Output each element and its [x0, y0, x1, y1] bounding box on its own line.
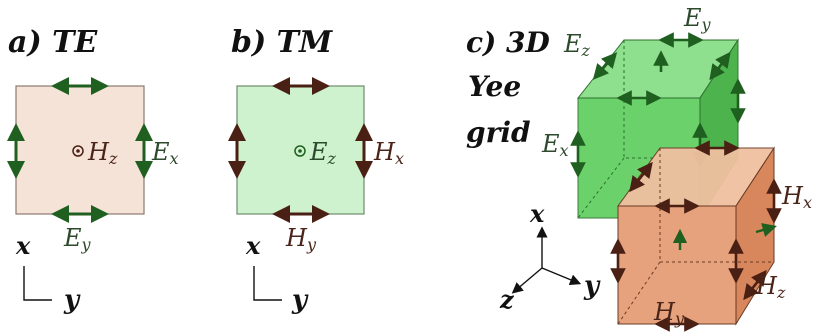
tm-axis-x-label: x: [245, 231, 261, 260]
te-axis-lines: [23, 266, 52, 301]
yee-title-line3: grid: [466, 116, 531, 149]
yee-lower-right-sub: z: [776, 283, 786, 302]
yee-left-top-field: E: [563, 30, 582, 58]
yee-title-line1: c) 3D: [466, 26, 551, 59]
yee-bottom-field: H: [653, 298, 676, 326]
yee-axis-x-label: x: [529, 199, 545, 228]
orange-hz-right-arrow: [743, 269, 767, 301]
svg-text:Ey: Ey: [63, 224, 92, 254]
tm-center-sub: z: [327, 149, 337, 168]
panel-tm: b) TM Ez Hx Hy x y: [228, 25, 404, 315]
te-axis-y-label: y: [63, 285, 81, 315]
te-side-sub: x: [170, 149, 179, 168]
green-ez-right-arrow: [709, 51, 731, 81]
yee-right-sub: x: [803, 193, 812, 212]
yee-bottom-sub: y: [674, 309, 685, 328]
orange-cube-front-face: [617, 205, 737, 325]
yee-left-mid-sub: x: [560, 141, 569, 160]
yee-orange-cube: [610, 140, 782, 332]
tm-bottom-sub: y: [306, 235, 317, 254]
yee-title-line2: Yee: [468, 70, 521, 103]
svg-text:Ex: Ex: [151, 138, 179, 168]
tm-axis-lines: [253, 266, 282, 301]
te-center-sub: z: [108, 149, 118, 168]
yee-lower-right-field: H: [755, 272, 778, 300]
svg-text:Hy: Hy: [653, 298, 685, 328]
yee-right-field: H: [781, 182, 804, 210]
tm-center-field: E: [309, 138, 328, 166]
tm-title: b) TM: [231, 25, 333, 60]
yee-top-field: E: [683, 4, 702, 32]
tm-ez-out-of-plane-icon: [294, 145, 306, 157]
svg-text:Ez: Ez: [309, 138, 337, 168]
orange-hz-left-arrow: [629, 161, 653, 193]
tm-side-sub: x: [395, 149, 404, 168]
svg-text:Ex: Ex: [541, 130, 569, 160]
te-bottom-field: E: [63, 224, 82, 252]
te-title: a) TE: [8, 25, 98, 60]
tm-side-field: H: [373, 138, 396, 166]
panel-yee: c) 3D Yee grid: [466, 4, 812, 332]
yee-axis-y-label: y: [583, 271, 601, 301]
orange-e-side-arrow: [755, 223, 777, 237]
te-center-field: H: [87, 138, 110, 166]
svg-text:Hz: Hz: [755, 272, 786, 302]
svg-text:Hz: Hz: [87, 138, 118, 168]
tm-axis-y-label: y: [291, 285, 309, 315]
te-side-field: E: [151, 138, 170, 166]
te-hz-out-of-plane-icon: [72, 145, 84, 157]
svg-text:Hy: Hy: [285, 224, 317, 254]
te-cell: [15, 85, 145, 215]
yee-left-top-sub: z: [581, 41, 591, 60]
yee-left-mid-field: E: [541, 130, 560, 158]
yee-top-sub: y: [701, 15, 712, 34]
tm-bottom-field: H: [285, 224, 308, 252]
te-axis-x-label: x: [15, 231, 31, 260]
svg-text:Ey: Ey: [683, 4, 712, 34]
svg-text:Hx: Hx: [781, 182, 812, 212]
svg-text:Ez: Ez: [563, 30, 591, 60]
green-ez-left-arrow: [592, 52, 618, 80]
svg-text:Hx: Hx: [373, 138, 404, 168]
panel-te: a) TE Hz Ex Ey x y: [7, 25, 179, 315]
yee-axes: x y z: [499, 199, 601, 314]
yee-axis-z-label: z: [499, 285, 515, 314]
te-bottom-sub: y: [81, 235, 92, 254]
